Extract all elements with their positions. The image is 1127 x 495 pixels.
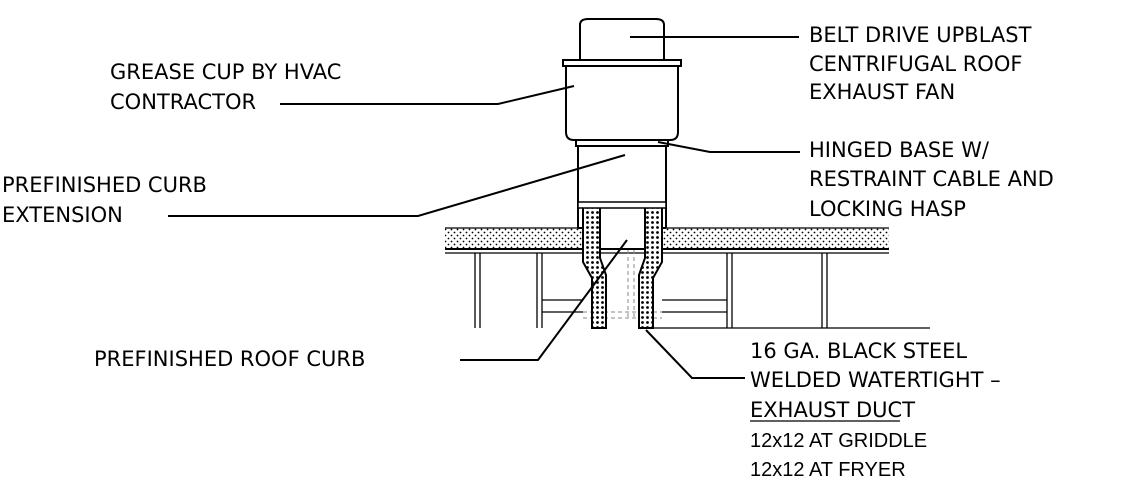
leader-lines [168,36,930,379]
label-duct-line4: 12x12 AT GRIDDLE [750,430,927,452]
label-ext-line1: PREFINISHED CURB [2,173,207,197]
roof-deck [445,227,889,254]
roof-curb [582,206,663,329]
label-duct-line1: 16 GA. BLACK STEEL [750,339,967,363]
callout-curb-extension: PREFINISHED CURB EXTENSION [2,173,207,227]
callout-roof-curb: PREFINISHED ROOF CURB [94,347,365,371]
label-hinge-line1: HINGED BASE W/ [809,138,990,162]
label-hinge-line3: LOCKING HASP [809,197,966,221]
callout-exhaust-duct: 16 GA. BLACK STEEL WELDED WATERTIGHT – E… [750,339,1001,481]
label-duct-line2: WELDED WATERTIGHT – [750,368,1001,392]
label-fan-line3: EXHAUST FAN [809,80,955,104]
label-curb-line1: PREFINISHED ROOF CURB [94,347,365,371]
label-grease-line2: CONTRACTOR [110,90,256,114]
label-hinge-line2: RESTRAINT CABLE AND [809,167,1054,191]
label-duct-line5: 12x12 AT FRYER [750,459,906,481]
callout-hinged-base: HINGED BASE W/ RESTRAINT CABLE AND LOCKI… [809,138,1054,221]
label-grease-line1: GREASE CUP BY HVAC [110,60,341,84]
label-fan-line2: CENTRIFUGAL ROOF [809,52,1022,76]
callout-grease-cup: GREASE CUP BY HVAC CONTRACTOR [110,60,341,114]
label-ext-line2: EXTENSION [2,203,123,227]
label-duct-line3: EXHAUST DUCT [750,398,915,422]
label-fan-line1: BELT DRIVE UPBLAST [809,23,1032,47]
exhaust-fan [562,18,682,141]
callout-fan: BELT DRIVE UPBLAST CENTRIFUGAL ROOF EXHA… [809,23,1032,104]
